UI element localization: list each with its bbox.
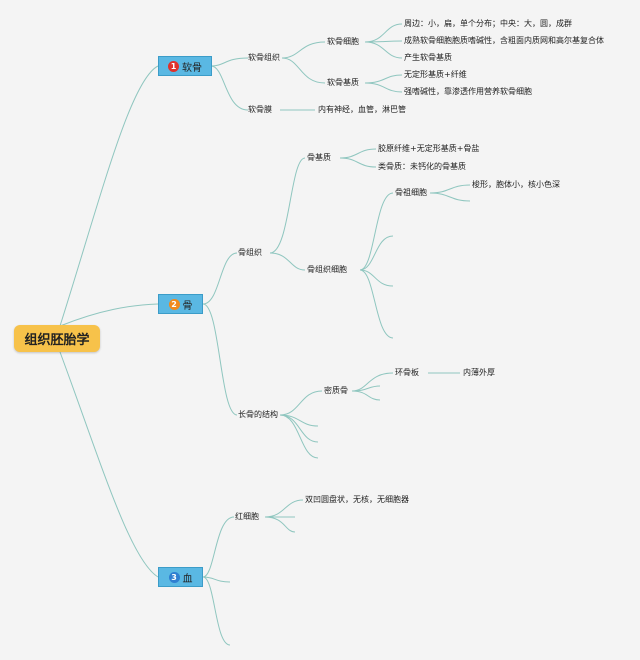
node-bone-tissue[interactable]: 骨组织	[238, 248, 262, 257]
node-cartilage-matrix[interactable]: 软骨基质	[327, 78, 359, 87]
number-badge-icon: 2	[168, 298, 180, 310]
number-badge-icon: 3	[168, 571, 180, 583]
node-bone-cells[interactable]: 骨组织细胞	[307, 265, 347, 274]
node-lamella[interactable]: 环骨板	[395, 368, 419, 377]
node-leaf[interactable]: 周边：小，扁，单个分布；中央：大，圆，成群	[404, 19, 572, 28]
root-node[interactable]: 组织胚胎学	[14, 325, 100, 352]
node-leaf[interactable]: 胶原纤维+无定形基质+骨盐	[378, 144, 480, 153]
branch-label: 血	[182, 573, 193, 585]
node-osteoprogenitor[interactable]: 骨祖细胞	[395, 188, 427, 197]
branch-cartilage[interactable]: 1 软骨	[158, 56, 212, 76]
node-compact-bone[interactable]: 密质骨	[324, 386, 348, 395]
branch-blood[interactable]: 3 血	[158, 567, 203, 587]
node-leaf[interactable]: 双凹圆盘状，无核，无细胞器	[305, 495, 409, 504]
node-cartilage-cells[interactable]: 软骨细胞	[327, 37, 359, 46]
node-red-blood-cell[interactable]: 红细胞	[235, 512, 259, 521]
node-leaf[interactable]: 成熟软骨细胞胞质嗜碱性，含粗面内质网和高尔基复合体	[404, 36, 604, 45]
node-leaf[interactable]: 强嗜碱性，靠渗透作用营养软骨细胞	[404, 87, 532, 96]
number-badge-icon: 1	[168, 60, 179, 72]
branch-label: 软骨	[182, 62, 202, 74]
branch-label: 骨	[182, 300, 193, 312]
node-long-bone-structure[interactable]: 长骨的结构	[238, 410, 278, 419]
node-leaf[interactable]: 产生软骨基质	[404, 53, 452, 62]
node-bone-matrix[interactable]: 骨基质	[307, 153, 331, 162]
node-leaf[interactable]: 内有神经，血管，淋巴管	[318, 105, 406, 114]
node-leaf[interactable]: 无定形基质+纤维	[404, 70, 467, 79]
node-leaf[interactable]: 类骨质：未钙化的骨基质	[378, 162, 466, 171]
node-leaf[interactable]: 梭形，胞体小，核小色深	[472, 180, 560, 189]
branch-bone[interactable]: 2 骨	[158, 294, 203, 314]
node-leaf[interactable]: 内薄外厚	[463, 368, 495, 377]
node-perichondrium[interactable]: 软骨膜	[248, 105, 272, 114]
node-cartilage-tissue[interactable]: 软骨组织	[248, 53, 280, 62]
root-label: 组织胚胎学	[24, 333, 90, 348]
